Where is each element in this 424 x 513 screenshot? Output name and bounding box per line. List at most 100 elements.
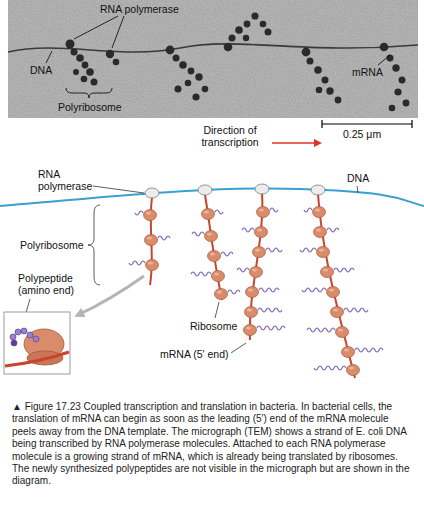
amino-acid-bead <box>21 328 27 334</box>
ribosome-blob <box>86 68 94 76</box>
ribosome <box>347 365 360 376</box>
polypeptide-chain <box>259 288 279 292</box>
ribosome <box>208 251 221 262</box>
callout-label: RNA polymerase <box>100 3 179 15</box>
ribosome-blob <box>307 58 314 65</box>
figure-caption: ▲ Figure 17.23 Coupled transcription and… <box>12 401 414 488</box>
leader-line <box>231 343 246 353</box>
ribosome-blob <box>326 87 333 94</box>
polypeptide-chain <box>334 268 354 272</box>
scale-tick <box>321 120 322 128</box>
polypeptide-chain <box>270 208 278 212</box>
mrna-strands <box>150 193 355 378</box>
ribosome <box>331 307 344 318</box>
amino-end-bead <box>11 340 17 346</box>
ribosome-blob <box>229 35 236 42</box>
polypeptide-chain <box>191 272 211 276</box>
amino-acid-bead <box>27 332 33 338</box>
inset-mrna <box>5 352 69 366</box>
callout-label: mRNA <box>352 66 383 78</box>
ribosome-blob <box>81 76 88 83</box>
ribosome-blob <box>392 64 399 71</box>
polypeptide-chain <box>304 208 312 212</box>
rna-polymerase <box>311 185 325 195</box>
amino-acid-bead <box>33 336 39 342</box>
ribosome <box>215 289 228 300</box>
micrograph <box>8 0 418 118</box>
ribosome-blob <box>335 97 342 104</box>
ribosome-blob <box>251 12 258 19</box>
polypeptide-chain <box>237 268 249 272</box>
polypeptide-chain <box>129 261 145 265</box>
scale-label: 0.25 μm <box>343 128 381 140</box>
leader-line <box>74 16 118 39</box>
leader-line <box>357 186 358 193</box>
ribosome-blob <box>322 77 329 84</box>
ribosome-blob <box>73 69 79 75</box>
polypeptide-chain <box>221 252 233 256</box>
tem-leaders <box>46 16 390 98</box>
polymerase-blob <box>380 43 389 52</box>
polypeptide-chain <box>314 366 346 370</box>
polypeptide-chain <box>266 248 282 252</box>
ribosome <box>146 260 159 271</box>
ribosome-blob <box>244 21 251 28</box>
micrograph-grain <box>8 0 418 118</box>
callout-label: Polyribosome <box>58 101 122 113</box>
polyribosome-blobs <box>66 12 410 111</box>
ribosome <box>327 287 340 298</box>
ribosome <box>212 271 225 282</box>
ribosome-blob <box>265 29 272 36</box>
ribosome <box>313 207 326 218</box>
rna-polymerase <box>255 184 269 194</box>
ribosomes <box>144 207 360 376</box>
ribosome <box>342 347 355 358</box>
direction-arrow <box>272 142 320 144</box>
ribosome-blob <box>175 86 182 93</box>
callout-label: mRNA (5′ end) <box>160 348 229 360</box>
polypeptide-chain <box>192 232 204 236</box>
amino-acid-bead <box>10 334 16 340</box>
micrograph-ground <box>8 0 418 118</box>
ribosome-blob <box>192 93 199 100</box>
ribosome <box>244 325 257 336</box>
ribosome-blob <box>399 77 406 84</box>
ribosome <box>336 327 349 338</box>
bracket <box>88 205 100 285</box>
ribosome-blob <box>389 105 396 112</box>
polymerase-blob <box>66 40 75 49</box>
bracket <box>66 88 112 98</box>
inset-polypeptide <box>10 328 39 346</box>
polymerase-blob <box>302 48 311 57</box>
ribosome-blob <box>91 79 98 86</box>
scale-bar <box>322 120 412 128</box>
ribosome-blob <box>202 86 209 93</box>
polypeptide-chain <box>228 290 240 294</box>
ribosome <box>317 247 330 258</box>
polypeptide-chain <box>242 228 254 232</box>
ribosome-inset <box>4 312 70 374</box>
callout-label: DNA <box>347 172 369 184</box>
callout-label: Polyribosome <box>20 239 84 251</box>
leader-line <box>46 51 52 63</box>
leader-line <box>93 186 144 193</box>
callout-label: Polypeptide (amino end) <box>18 272 90 296</box>
ribosome-blob <box>82 62 89 69</box>
polypeptides <box>129 208 383 370</box>
inset-frame <box>4 312 70 374</box>
callout-label: Ribosome <box>190 320 237 332</box>
polypeptide-chain <box>307 328 335 332</box>
ribosome-blob <box>394 88 401 95</box>
polymerase-blob <box>224 43 233 52</box>
callout-label: DNA <box>30 64 52 76</box>
mrna-strand <box>318 194 355 378</box>
ribosome-blob <box>243 35 249 41</box>
diagram-leaders <box>22 186 358 353</box>
polypeptide-chain <box>302 288 326 292</box>
rna-polymerase <box>198 185 212 195</box>
leader-line <box>215 302 219 318</box>
polypeptide-chain <box>300 248 316 252</box>
amino-acid-bead <box>15 329 21 335</box>
ribosome-blob <box>76 54 84 62</box>
ribosome <box>202 209 215 220</box>
